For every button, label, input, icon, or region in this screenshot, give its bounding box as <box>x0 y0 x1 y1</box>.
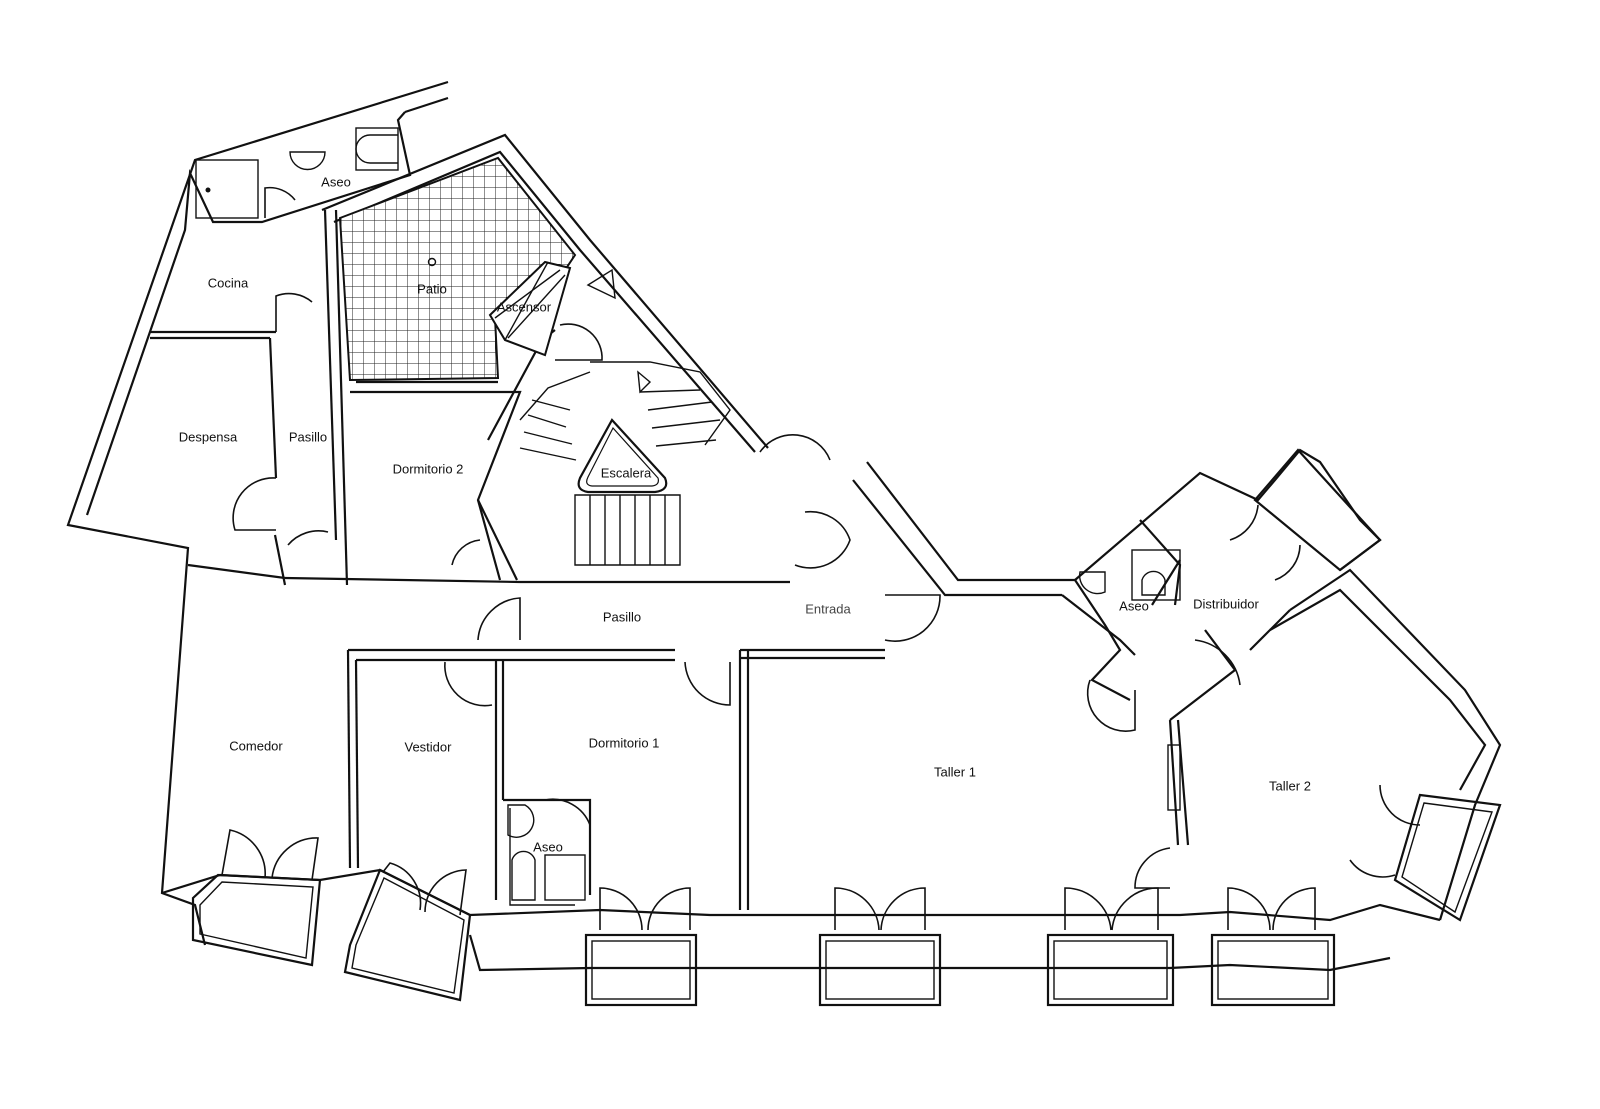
room-label-pasillo-mid: Pasillo <box>603 609 641 624</box>
outer-walls <box>66 80 1502 972</box>
room-label-aseo-bottom: Aseo <box>533 839 563 854</box>
room-label-vestidor: Vestidor <box>405 739 453 754</box>
room-label-dormitorio-2: Dormitorio 2 <box>393 461 464 476</box>
room-label-taller-2: Taller 2 <box>1269 778 1311 793</box>
room-label-comedor: Comedor <box>229 738 283 753</box>
room-label-entrada: Entrada <box>805 601 851 616</box>
room-label-aseo-right: Aseo <box>1119 598 1149 613</box>
room-label-ascensor: Ascensor <box>497 299 552 314</box>
staircase <box>519 268 731 566</box>
french-doors <box>221 829 1316 931</box>
room-label-escalera: Escalera <box>601 465 652 480</box>
room-label-aseo-top: Aseo <box>321 174 351 189</box>
room-label-distribuidor: Distribuidor <box>1193 596 1259 611</box>
room-label-pasillo-left: Pasillo <box>289 429 327 444</box>
interior-walls <box>150 209 1291 910</box>
room-label-taller-1: Taller 1 <box>934 764 976 779</box>
room-label-despensa: Despensa <box>179 429 238 444</box>
balconies <box>191 448 1502 1007</box>
elevator-shaft <box>488 260 572 357</box>
room-label-cocina: Cocina <box>208 275 249 290</box>
room-label-patio: Patio <box>417 281 447 296</box>
fixtures <box>195 127 1181 901</box>
room-labels: Aseo Cocina Patio Ascensor Despensa Pasi… <box>179 174 1311 854</box>
doors <box>232 186 1421 889</box>
room-label-dormitorio-1: Dormitorio 1 <box>589 735 660 750</box>
